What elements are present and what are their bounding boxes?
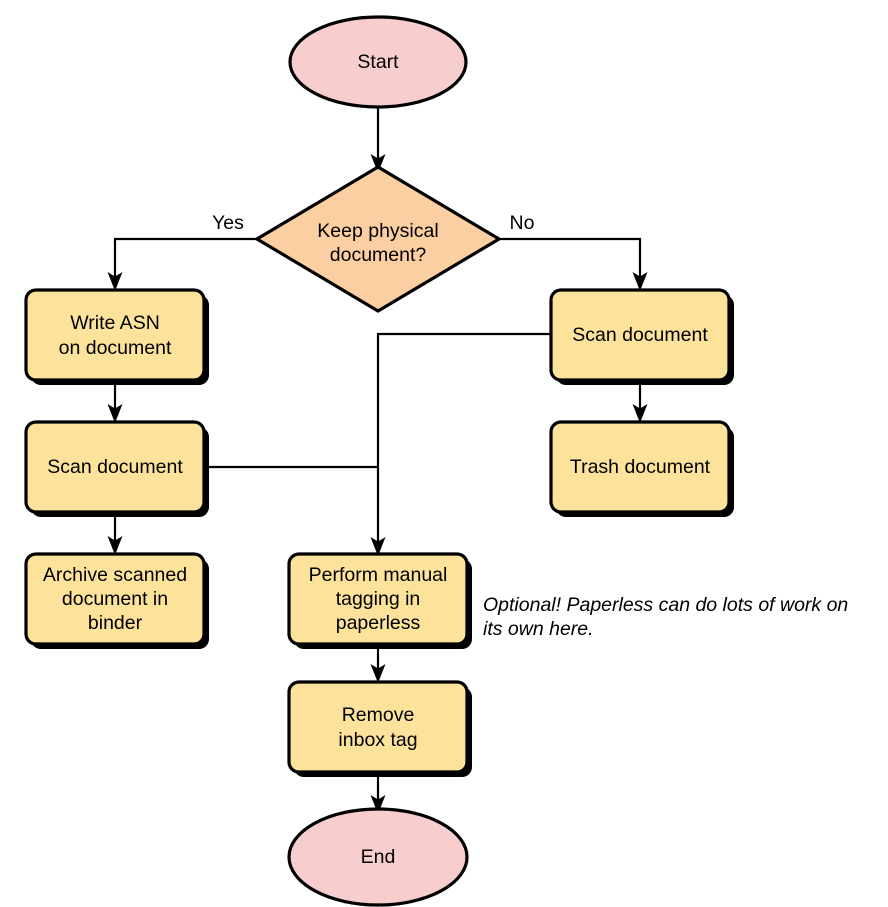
node-scan-document-left-label: Scan document xyxy=(47,456,183,478)
annotation-note: Optional! Paperless can do lots of work … xyxy=(483,594,848,640)
node-decision-label-line1: Keep physical xyxy=(317,220,438,242)
node-end[interactable]: End xyxy=(287,807,469,907)
node-scan-document-right-label: Scan document xyxy=(572,324,708,346)
node-start-label: Start xyxy=(357,51,399,73)
edge-write-asn-to-scan-left xyxy=(107,380,123,423)
node-archive-label-line3: binder xyxy=(88,612,143,634)
node-tagging-label-line1: Perform manual xyxy=(309,564,448,586)
node-archive-label-line2: document in xyxy=(62,588,168,610)
node-decision-keep-physical-document[interactable]: Keep physical document? xyxy=(253,165,503,313)
edge-scan-right-to-tagging xyxy=(370,332,551,556)
node-tagging-label-line3: paperless xyxy=(336,612,421,634)
node-archive-label-line1: Archive scanned xyxy=(43,564,187,586)
node-scan-document-left[interactable]: Scan document xyxy=(24,420,209,517)
node-scan-document-right[interactable]: Scan document xyxy=(549,288,734,385)
node-remove-inbox-label-line2: inbox tag xyxy=(338,729,417,751)
node-remove-inbox-tag[interactable]: Remove inbox tag xyxy=(287,680,472,777)
node-perform-manual-tagging[interactable]: Perform manual tagging in paperless xyxy=(287,552,472,649)
node-write-asn-label-line2: on document xyxy=(59,337,172,359)
edge-decision-no-to-scan-right xyxy=(499,237,648,291)
node-archive-scanned-document[interactable]: Archive scanned document in binder xyxy=(24,552,209,649)
edge-start-to-decision xyxy=(370,108,386,173)
edge-scan-right-to-trash xyxy=(632,380,648,423)
node-write-asn-on-document[interactable]: Write ASN on document xyxy=(24,288,209,385)
edge-label-no: No xyxy=(510,212,535,234)
node-trash-document-label: Trash document xyxy=(570,456,711,478)
annotation-note-line1: Optional! Paperless can do lots of work … xyxy=(483,594,848,616)
node-decision-label-line2: document? xyxy=(330,244,427,266)
node-write-asn-label-line1: Write ASN xyxy=(70,312,160,334)
node-start[interactable]: Start xyxy=(288,15,468,109)
node-remove-inbox-label-line1: Remove xyxy=(342,704,415,726)
edge-scan-left-to-archive xyxy=(107,512,123,555)
edge-decision-yes-to-write-asn xyxy=(107,237,257,291)
node-trash-document[interactable]: Trash document xyxy=(549,420,734,517)
edge-label-yes: Yes xyxy=(212,212,244,234)
node-tagging-label-line2: tagging in xyxy=(336,588,421,610)
annotation-note-line2: its own here. xyxy=(483,618,594,640)
node-end-label: End xyxy=(361,846,396,868)
